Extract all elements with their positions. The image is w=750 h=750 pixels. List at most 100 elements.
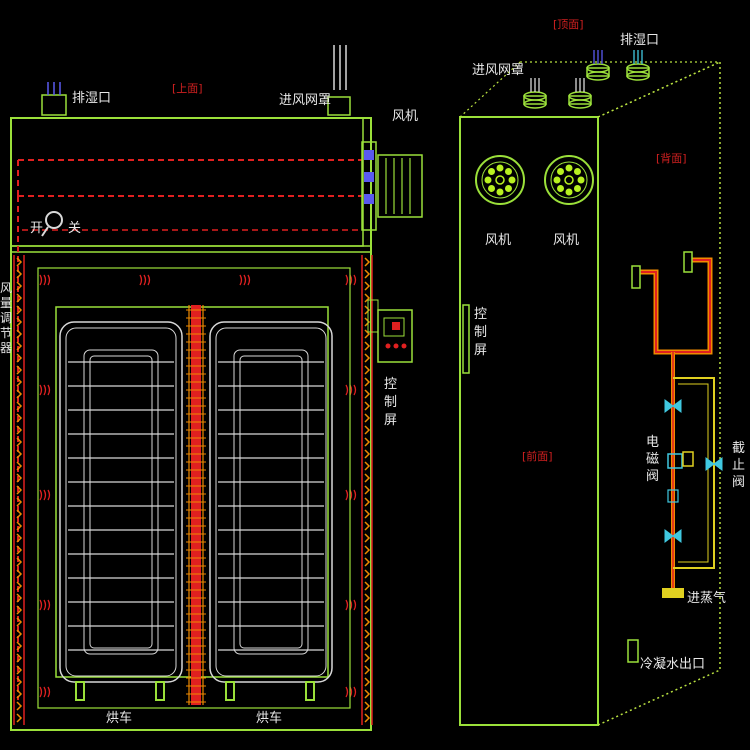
airflow-arrow-icon [16,473,23,483]
airflow-arrow-icon [16,713,23,723]
back-face-label: [背面] [656,151,687,165]
solenoid-valve-icon [667,453,683,469]
heat-wave-icon [353,599,357,611]
fan-icon [475,155,525,205]
stop-valve-label: 截止阀 [732,441,745,490]
airflow-arrow-icon [364,581,371,591]
airflow-arrow-icon [364,533,371,543]
airflow-arrow-icon [16,485,23,495]
steam-inlet-flange-icon [662,588,684,598]
airflow-arrow-icon [364,509,371,519]
heat-wave-icon [47,489,51,501]
solenoid_v-char: 磁 [646,452,659,467]
airflow-arrow-icon [364,557,371,567]
damper_v-char: 器 [0,341,12,355]
center-heater [191,305,201,705]
airflow-arrow-icon [364,317,371,327]
heat-wave-icon [39,599,43,611]
fan-icon [544,155,594,205]
airflow-arrow-icon [364,473,371,483]
stop_valve_v-char: 截 [732,441,745,456]
stop_valve_v-char: 止 [732,458,745,473]
airflow-arrow-icon [364,413,371,423]
airflow-arrow-icon [364,545,371,555]
airflow-arrow-icon [364,713,371,723]
airflow-arrow-icon [364,461,371,471]
airflow-arrow-icon [364,569,371,579]
airflow-arrow-icon [364,689,371,699]
damper_v-char: 风 [0,281,12,295]
control_right_v-char: 制 [474,325,487,340]
airflow-arrow-icon [16,437,23,447]
airflow-arrow-icon [364,593,371,603]
airflow-arrow-icon [16,557,23,567]
air-inlet-box [327,96,351,116]
airflow-arrow-icon [16,293,23,303]
airflow-arrow-icon [16,545,23,555]
air-circulation-arrows [13,255,373,725]
top-side-label: [顶面] [553,18,584,31]
airflow-arrow-icon [364,617,371,627]
heat-wave-icon [47,686,51,698]
heat-wave-icon [239,274,243,286]
side-face [597,61,721,726]
heat-wave-icon [47,384,51,396]
airflow-arrow-icon [364,281,371,291]
drying-cart [209,321,333,701]
solenoid-valve-label: 电磁阀 [646,435,659,484]
heat-wave-icon [345,599,349,611]
airflow-arrow-icon [16,425,23,435]
wheel-icon [305,681,315,701]
airflow-arrow-icon [16,461,23,471]
airflow-arrow-icon [16,341,23,351]
heat-wave-icon [139,274,143,286]
front-fan-2-label: 风机 [553,233,579,248]
airflow-arrow-icon [364,329,371,339]
airflow-arrow-icon [364,485,371,495]
airflow-arrow-icon [364,425,371,435]
condensate-outlet-icon [627,639,639,663]
heat-wave-icon [345,274,349,286]
heat-wave-icon [345,686,349,698]
top-ports [523,50,650,109]
wheel-icon [225,681,235,701]
port-icon [626,50,650,81]
steam-piping [640,257,715,588]
heater-duct-lines [17,159,362,700]
heat-wave-icon [345,384,349,396]
port-icon [586,50,610,81]
airflow-arrow-icon [16,353,23,363]
heat-wave-icon [43,384,47,396]
airflow-arrow-icon [364,497,371,507]
air-inlet-right-label: 进风网罩 [472,63,524,78]
air-duct-chamber [10,117,364,247]
airflow-arrow-icon [364,629,371,639]
heat-wave-icon [353,384,357,396]
front-fan-1-label: 风机 [485,233,511,248]
heat-wave-icon [243,274,247,286]
cart-2-label: 烘车 [256,710,282,726]
exhaust-port-box [41,94,67,116]
control_right_v-char: 屏 [474,343,487,358]
wheel-icon [75,681,85,701]
airflow-arrow-icon [364,701,371,711]
airflow-arrow-icon [364,341,371,351]
airflow-arrow-icon [364,521,371,531]
airflow-arrow-icon [16,509,23,519]
side-fan-unit [361,141,423,231]
airflow-arrow-icon [364,665,371,675]
valve-icon [664,529,682,543]
airflow-arrow-icon [16,305,23,315]
airflow-arrow-icon [364,269,371,279]
airflow-arrow-icon [16,653,23,663]
airflow-arrow-icon [364,365,371,375]
heat-wave-icon [353,274,357,286]
control_left_v-char: 屏 [384,413,397,428]
control-screen-slot [462,304,470,374]
pipe-cap-icon [683,251,693,273]
heat-wave-icon [39,384,43,396]
drying-cart [59,321,183,701]
heat-wave-icon [47,599,51,611]
heat-wave-icon [345,489,349,501]
